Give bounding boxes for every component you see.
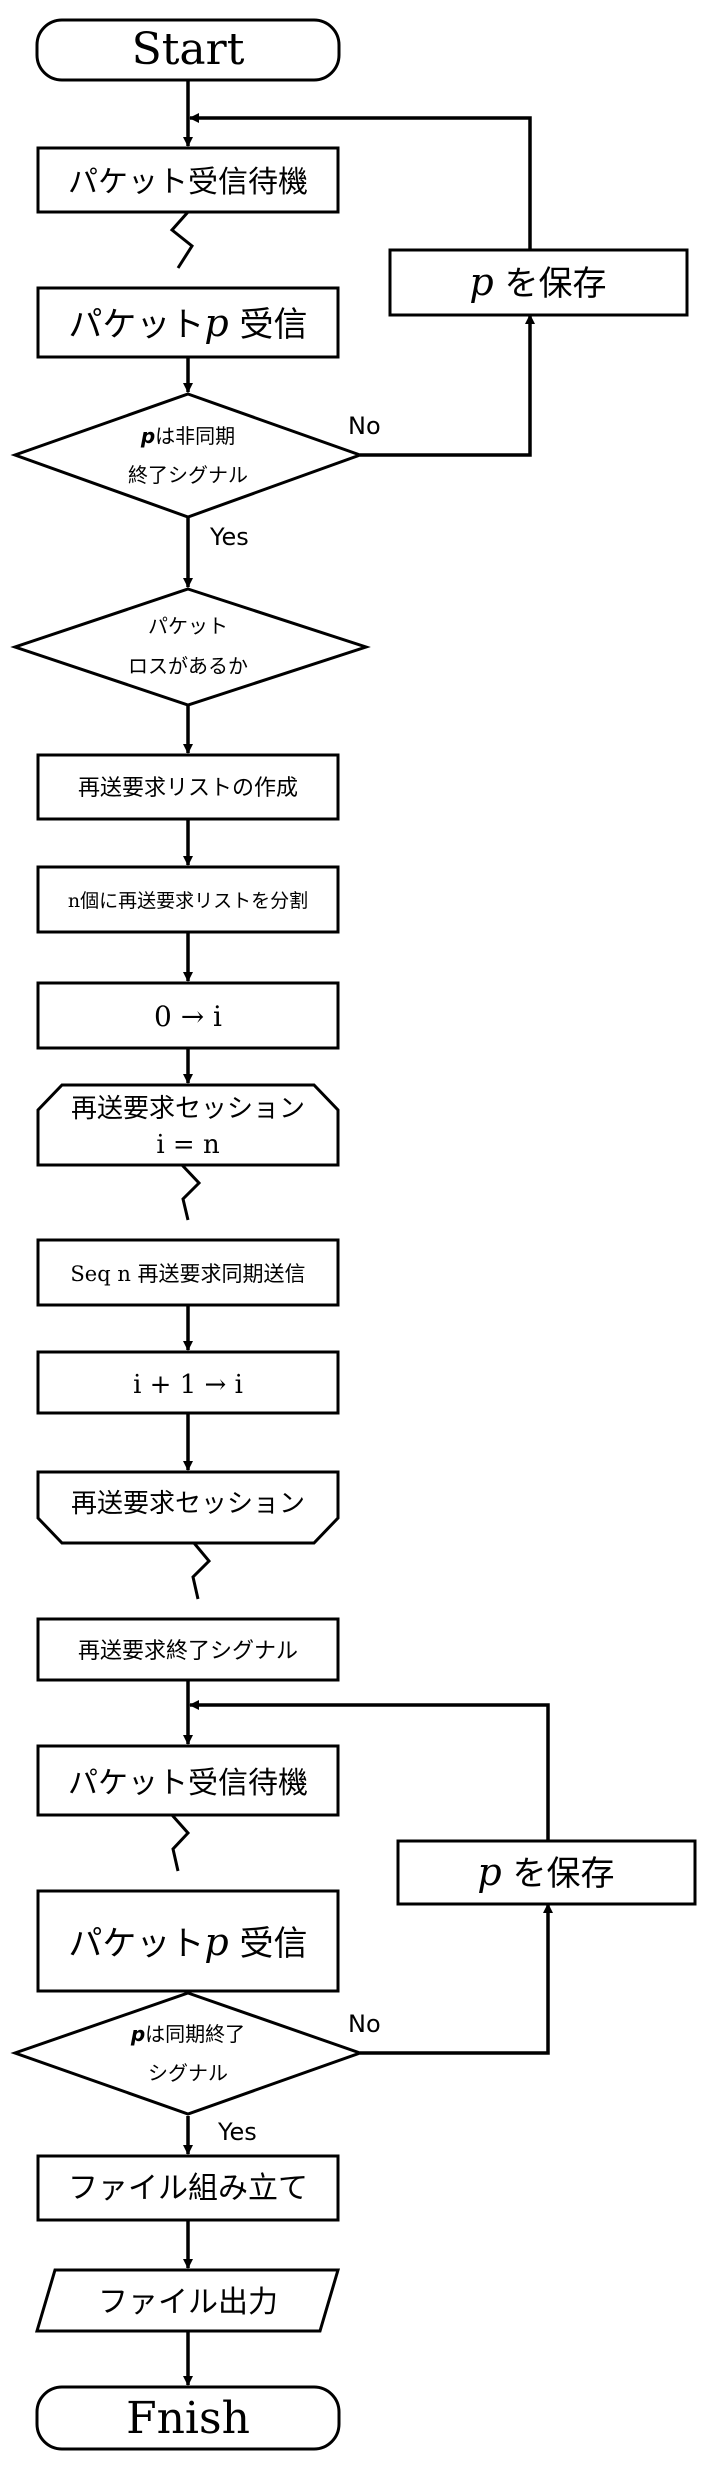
yes-label-1: Yes — [209, 523, 249, 551]
save-suffix-1: を保存 — [494, 264, 607, 304]
sync-end-signal-decision: pは同期終了 シグナル — [10, 1991, 365, 2116]
wait-packet-label-2: パケット受信待機 — [68, 1766, 308, 1801]
arrow-save2-to-loop — [189, 1700, 550, 1841]
file-output-label: ファイル出力 — [98, 2285, 278, 2320]
save-suffix-2: を保存 — [502, 1854, 615, 1894]
start-terminal: Start — [35, 18, 341, 82]
decision2-line1: パケット — [148, 614, 228, 638]
split-resend-list-label: n個に再送要求リストを分割 — [68, 890, 308, 912]
receive-packet-label-2: パケットp 受信 — [68, 1920, 307, 1964]
no-label-2: No — [348, 2010, 381, 2038]
packet-variable: p — [130, 2022, 145, 2046]
arrow-decision1-no — [360, 314, 535, 457]
save-packet-process-2: p を保存 — [396, 1839, 697, 1906]
save-packet-label-2: p を保存 — [477, 1850, 614, 1894]
lightning-connector — [191, 1542, 212, 1600]
packet-variable: p — [140, 424, 155, 448]
resend-session-loop-start: 再送要求セッション i = n — [36, 1083, 340, 1167]
resend-end-signal-process: 再送要求終了シグナル — [36, 1617, 340, 1682]
decision3-line1: pは同期終了 — [130, 2022, 245, 2046]
receive-packet-process-2: パケットp 受信 — [36, 1889, 340, 1993]
wait-packet-label-1: パケット受信待機 — [68, 165, 308, 200]
wait-packet-process-2: パケット受信待機 — [36, 1744, 340, 1817]
file-output-io: ファイル出力 — [34, 2268, 341, 2333]
async-connectors — [169, 211, 212, 1872]
packet-variable: p — [204, 301, 228, 345]
finish-terminal: Fnish — [35, 2385, 341, 2451]
save-packet-process-1: p を保存 — [388, 248, 689, 317]
loop-start-line1: 再送要求セッション — [71, 1094, 305, 1124]
loop-start-line2: i = n — [156, 1130, 220, 1160]
decision1-line1: pは非同期 — [140, 424, 235, 448]
yes-label-2: Yes — [217, 2118, 257, 2146]
packet-variable: p — [204, 1920, 228, 1964]
resend-end-signal-label: 再送要求終了シグナル — [78, 1639, 298, 1664]
decision3-line2: シグナル — [148, 2061, 228, 2085]
increment-counter-label: i + 1 → i — [133, 1370, 243, 1400]
lightning-connector — [170, 1814, 191, 1872]
lightning-connector — [169, 211, 194, 269]
packet-loss-decision: パケット ロスがあるか — [10, 587, 371, 707]
decision1-line1-text: は非同期 — [155, 424, 235, 448]
async-end-signal-decision: pは非同期 終了シグナル — [10, 392, 365, 519]
arrow-save1-to-loop — [189, 113, 532, 250]
loop-end-label: 再送要求セッション — [71, 1489, 305, 1519]
save-packet-label-1: p を保存 — [469, 260, 606, 304]
receive-suffix-1: 受信 — [229, 305, 308, 345]
no-label-1: No — [348, 412, 381, 440]
receive-text-1: パケット — [68, 305, 204, 345]
init-counter-label: 0 → i — [154, 1000, 222, 1033]
increment-counter-process: i + 1 → i — [36, 1350, 340, 1415]
resend-session-loop-end: 再送要求セッション — [36, 1470, 340, 1545]
lightning-connector — [180, 1163, 202, 1221]
wait-packet-process-1: パケット受信待機 — [36, 146, 340, 214]
create-resend-list-label: 再送要求リストの作成 — [78, 776, 298, 801]
sync-resend-label: Seq n 再送要求同期送信 — [70, 1262, 305, 1286]
split-resend-list-process: n個に再送要求リストを分割 — [36, 865, 340, 934]
create-resend-list-process: 再送要求リストの作成 — [36, 753, 340, 821]
start-label: Start — [132, 24, 245, 75]
receive-packet-process-1: パケットp 受信 — [36, 286, 340, 359]
init-counter-process: 0 → i — [36, 981, 340, 1050]
decision2-line2: ロスがあるか — [128, 654, 248, 678]
sync-resend-process: Seq n 再送要求同期送信 — [36, 1238, 340, 1307]
assemble-file-label: ファイル組み立て — [68, 2171, 308, 2206]
receive-packet-label-1: パケットp 受信 — [68, 301, 307, 345]
packet-variable: p — [477, 1850, 501, 1894]
packet-variable: p — [469, 260, 493, 304]
receive-suffix-2: 受信 — [229, 1924, 308, 1964]
decision1-line2: 終了シグナル — [128, 463, 248, 487]
finish-label: Fnish — [126, 2393, 250, 2444]
receive-text-2: パケット — [68, 1924, 204, 1964]
arrow-decision3-no — [360, 1903, 553, 2055]
assemble-file-process: ファイル組み立て — [36, 2154, 340, 2222]
decision3-line1-text: は同期終了 — [145, 2022, 245, 2046]
